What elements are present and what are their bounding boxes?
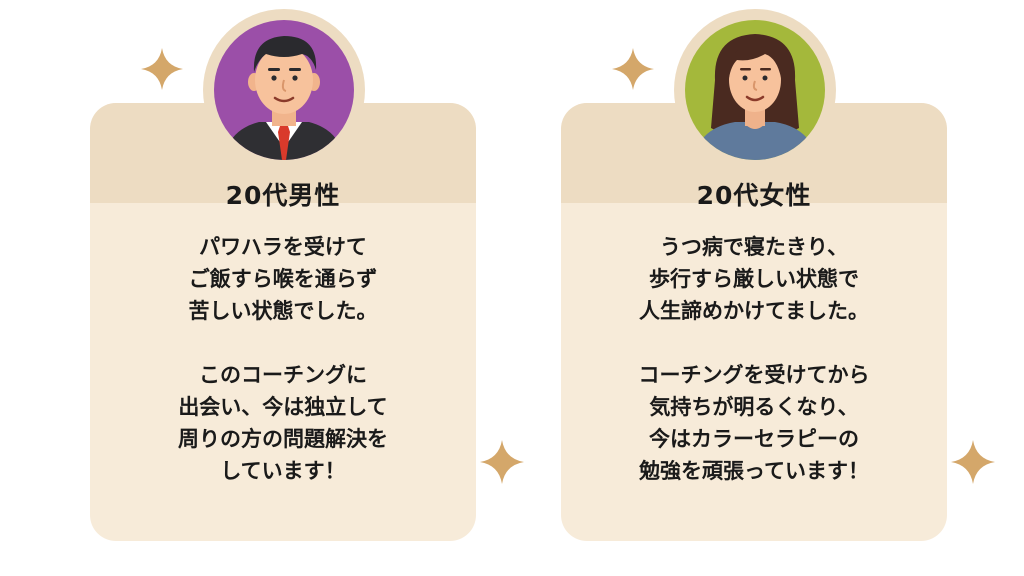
sparkle-icon: [480, 440, 524, 484]
testimonial-card-female: 20代女性 うつ病で寝たきり、 歩行すら厳しい状態で 人生諦めかけてました。 コ…: [561, 103, 947, 541]
testimonial-line: うつ病で寝たきり、: [659, 235, 849, 259]
testimonial-line: 歩行すら厳しい状態で: [649, 267, 859, 291]
testimonial-line: 苦しい状態でした。: [188, 299, 378, 323]
testimonial-line: ご飯すら喉を通らず: [188, 267, 378, 291]
testimonial-line: 今はカラーセラピーの: [649, 427, 859, 451]
sparkle-icon: [612, 48, 654, 90]
testimonial-line: このコーチングに: [199, 363, 367, 387]
man-avatar-icon: [214, 20, 354, 160]
sparkle-icon: [141, 48, 183, 90]
testimonial-line: 出会い、今は独立して: [178, 395, 388, 419]
testimonial-line: コーチングを受けてから: [638, 363, 870, 387]
card-body: うつ病で寝たきり、 歩行すら厳しい状態で 人生諦めかけてました。 コーチングを受…: [561, 231, 947, 487]
testimonial-line: パワハラを受けて: [199, 235, 367, 259]
woman-avatar-icon: [685, 20, 825, 160]
testimonial-line: 周りの方の問題解決を: [178, 427, 388, 451]
testimonial-line: 気持ちが明るくなり、: [649, 395, 859, 419]
testimonial-card-male: 20代男性 パワハラを受けて ご飯すら喉を通らず 苦しい状態でした。 このコーチ…: [90, 103, 476, 541]
testimonial-line: しています！: [220, 459, 346, 483]
testimonial-line: 人生諦めかけてました。: [639, 299, 869, 323]
avatar-male: [203, 9, 365, 171]
testimonial-line: 勉強を頑張っています！: [639, 459, 869, 483]
card-body: パワハラを受けて ご飯すら喉を通らず 苦しい状態でした。 このコーチングに 出会…: [90, 231, 476, 487]
card-title: 20代男性: [225, 181, 341, 210]
avatar-female: [674, 9, 836, 171]
sparkle-icon: [951, 440, 995, 484]
card-title: 20代女性: [696, 181, 812, 210]
